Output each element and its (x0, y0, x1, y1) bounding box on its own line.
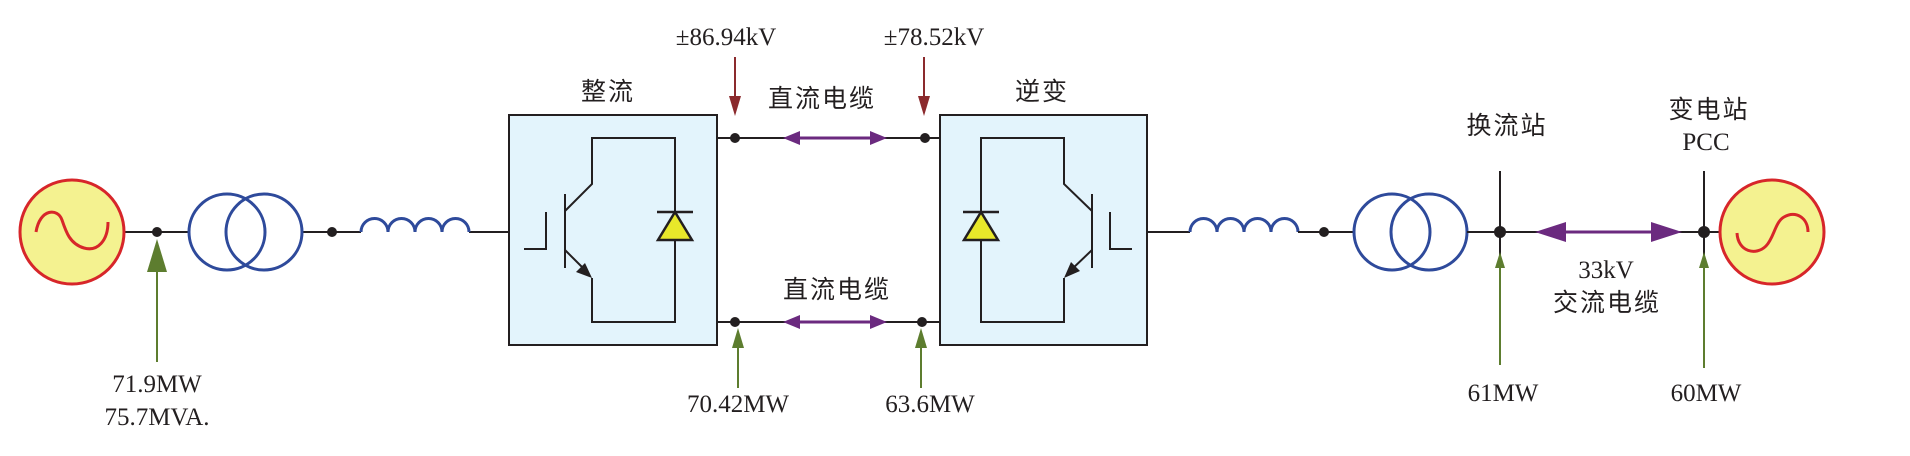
igbt-gate-icon (1109, 212, 1132, 250)
converter-station-label: 换流站 (1466, 112, 1547, 140)
rectifier-label: 整流 (581, 78, 635, 106)
inverter-converter (939, 114, 1148, 346)
node-pcc (1698, 226, 1710, 238)
arrow-up-icon (147, 239, 167, 272)
gen-apparent-power-label: 75.7MVA. (104, 404, 209, 431)
arrow-up-icon (1699, 252, 1709, 268)
node-dc-rect-neg (730, 317, 740, 327)
igbt-gate-icon (524, 212, 547, 250)
emitter-arrow-icon (576, 263, 592, 278)
pcc-power-label: 60MW (1671, 380, 1742, 407)
arrow-right-icon (1651, 222, 1682, 242)
power-arrow-generator (147, 239, 167, 362)
power-arrow-pcc (1699, 252, 1709, 368)
dc-cable-label-top: 直流电缆 (768, 85, 876, 113)
dc-cable-label-bottom: 直流电缆 (783, 276, 891, 304)
converter-station-power-label: 61MW (1468, 380, 1539, 407)
dc-cable-arrow-bottom (783, 315, 887, 329)
arrow-left-icon (783, 131, 800, 145)
node-converter-station (1494, 226, 1506, 238)
dc-voltage-inverter-label: ±78.52kV (884, 24, 985, 51)
arrow-down-icon (729, 96, 741, 116)
power-arrow-converter-station (1495, 252, 1505, 365)
substation-label: 变电站 (1668, 96, 1749, 124)
sine-wave-icon (1735, 212, 1810, 253)
dc-cable-arrow-top (783, 131, 887, 145)
ac-source-icon (18, 178, 126, 286)
gen-power-label: 71.9MW (112, 371, 202, 398)
arrow-left-icon (1535, 222, 1566, 242)
arrow-up-icon (915, 328, 927, 348)
node-dc-inv-pos (920, 133, 930, 143)
emitter-arrow-icon (1064, 262, 1080, 278)
diode-icon (655, 209, 695, 242)
voltage-arrow-rectifier (729, 57, 741, 116)
arrow-right-icon (870, 315, 887, 329)
voltage-arrow-inverter (918, 57, 930, 116)
arrow-up-icon (1495, 252, 1505, 268)
arrow-down-icon (918, 96, 930, 116)
node-dc-inv-neg (917, 317, 927, 327)
node-generator (152, 227, 162, 237)
transformer-right (1352, 192, 1469, 272)
dc-voltage-rectifier-label: ±86.94kV (676, 24, 777, 51)
power-arrow-dc-inverter (915, 328, 927, 388)
node-dc-rect-pos (730, 133, 740, 143)
inverter-label: 逆变 (1015, 78, 1069, 106)
power-arrow-dc-rectifier (732, 328, 744, 388)
ac-cable-arrow (1535, 222, 1682, 242)
transformer-left (187, 192, 304, 272)
dc-power-rectifier-label: 70.42MW (687, 391, 789, 418)
transformer-winding-icon (187, 192, 267, 272)
transformer-winding-icon (1352, 192, 1432, 272)
ac-source-icon (1718, 178, 1826, 286)
diode-icon (961, 209, 1001, 242)
generator-source (18, 178, 126, 286)
transformer-winding-icon (224, 192, 304, 272)
inductor-left-icon (359, 217, 471, 233)
arrow-left-icon (783, 315, 800, 329)
grid-source (1718, 178, 1826, 286)
arrow-right-icon (870, 131, 887, 145)
node-transformer-right (1319, 227, 1329, 237)
inductor-right-icon (1188, 217, 1300, 233)
node-transformer-left (327, 227, 337, 237)
arrow-up-icon (732, 328, 744, 348)
ac-cable-voltage-label: 33kV (1578, 257, 1634, 284)
igbt-collector (980, 137, 1093, 323)
pcc-label: PCC (1682, 129, 1729, 156)
igbt-collector (564, 137, 676, 323)
sine-wave-icon (34, 210, 110, 251)
rectifier-converter (508, 114, 718, 346)
dc-power-inverter-label: 63.6MW (885, 391, 975, 418)
ac-cable-label: 交流电缆 (1553, 289, 1661, 317)
